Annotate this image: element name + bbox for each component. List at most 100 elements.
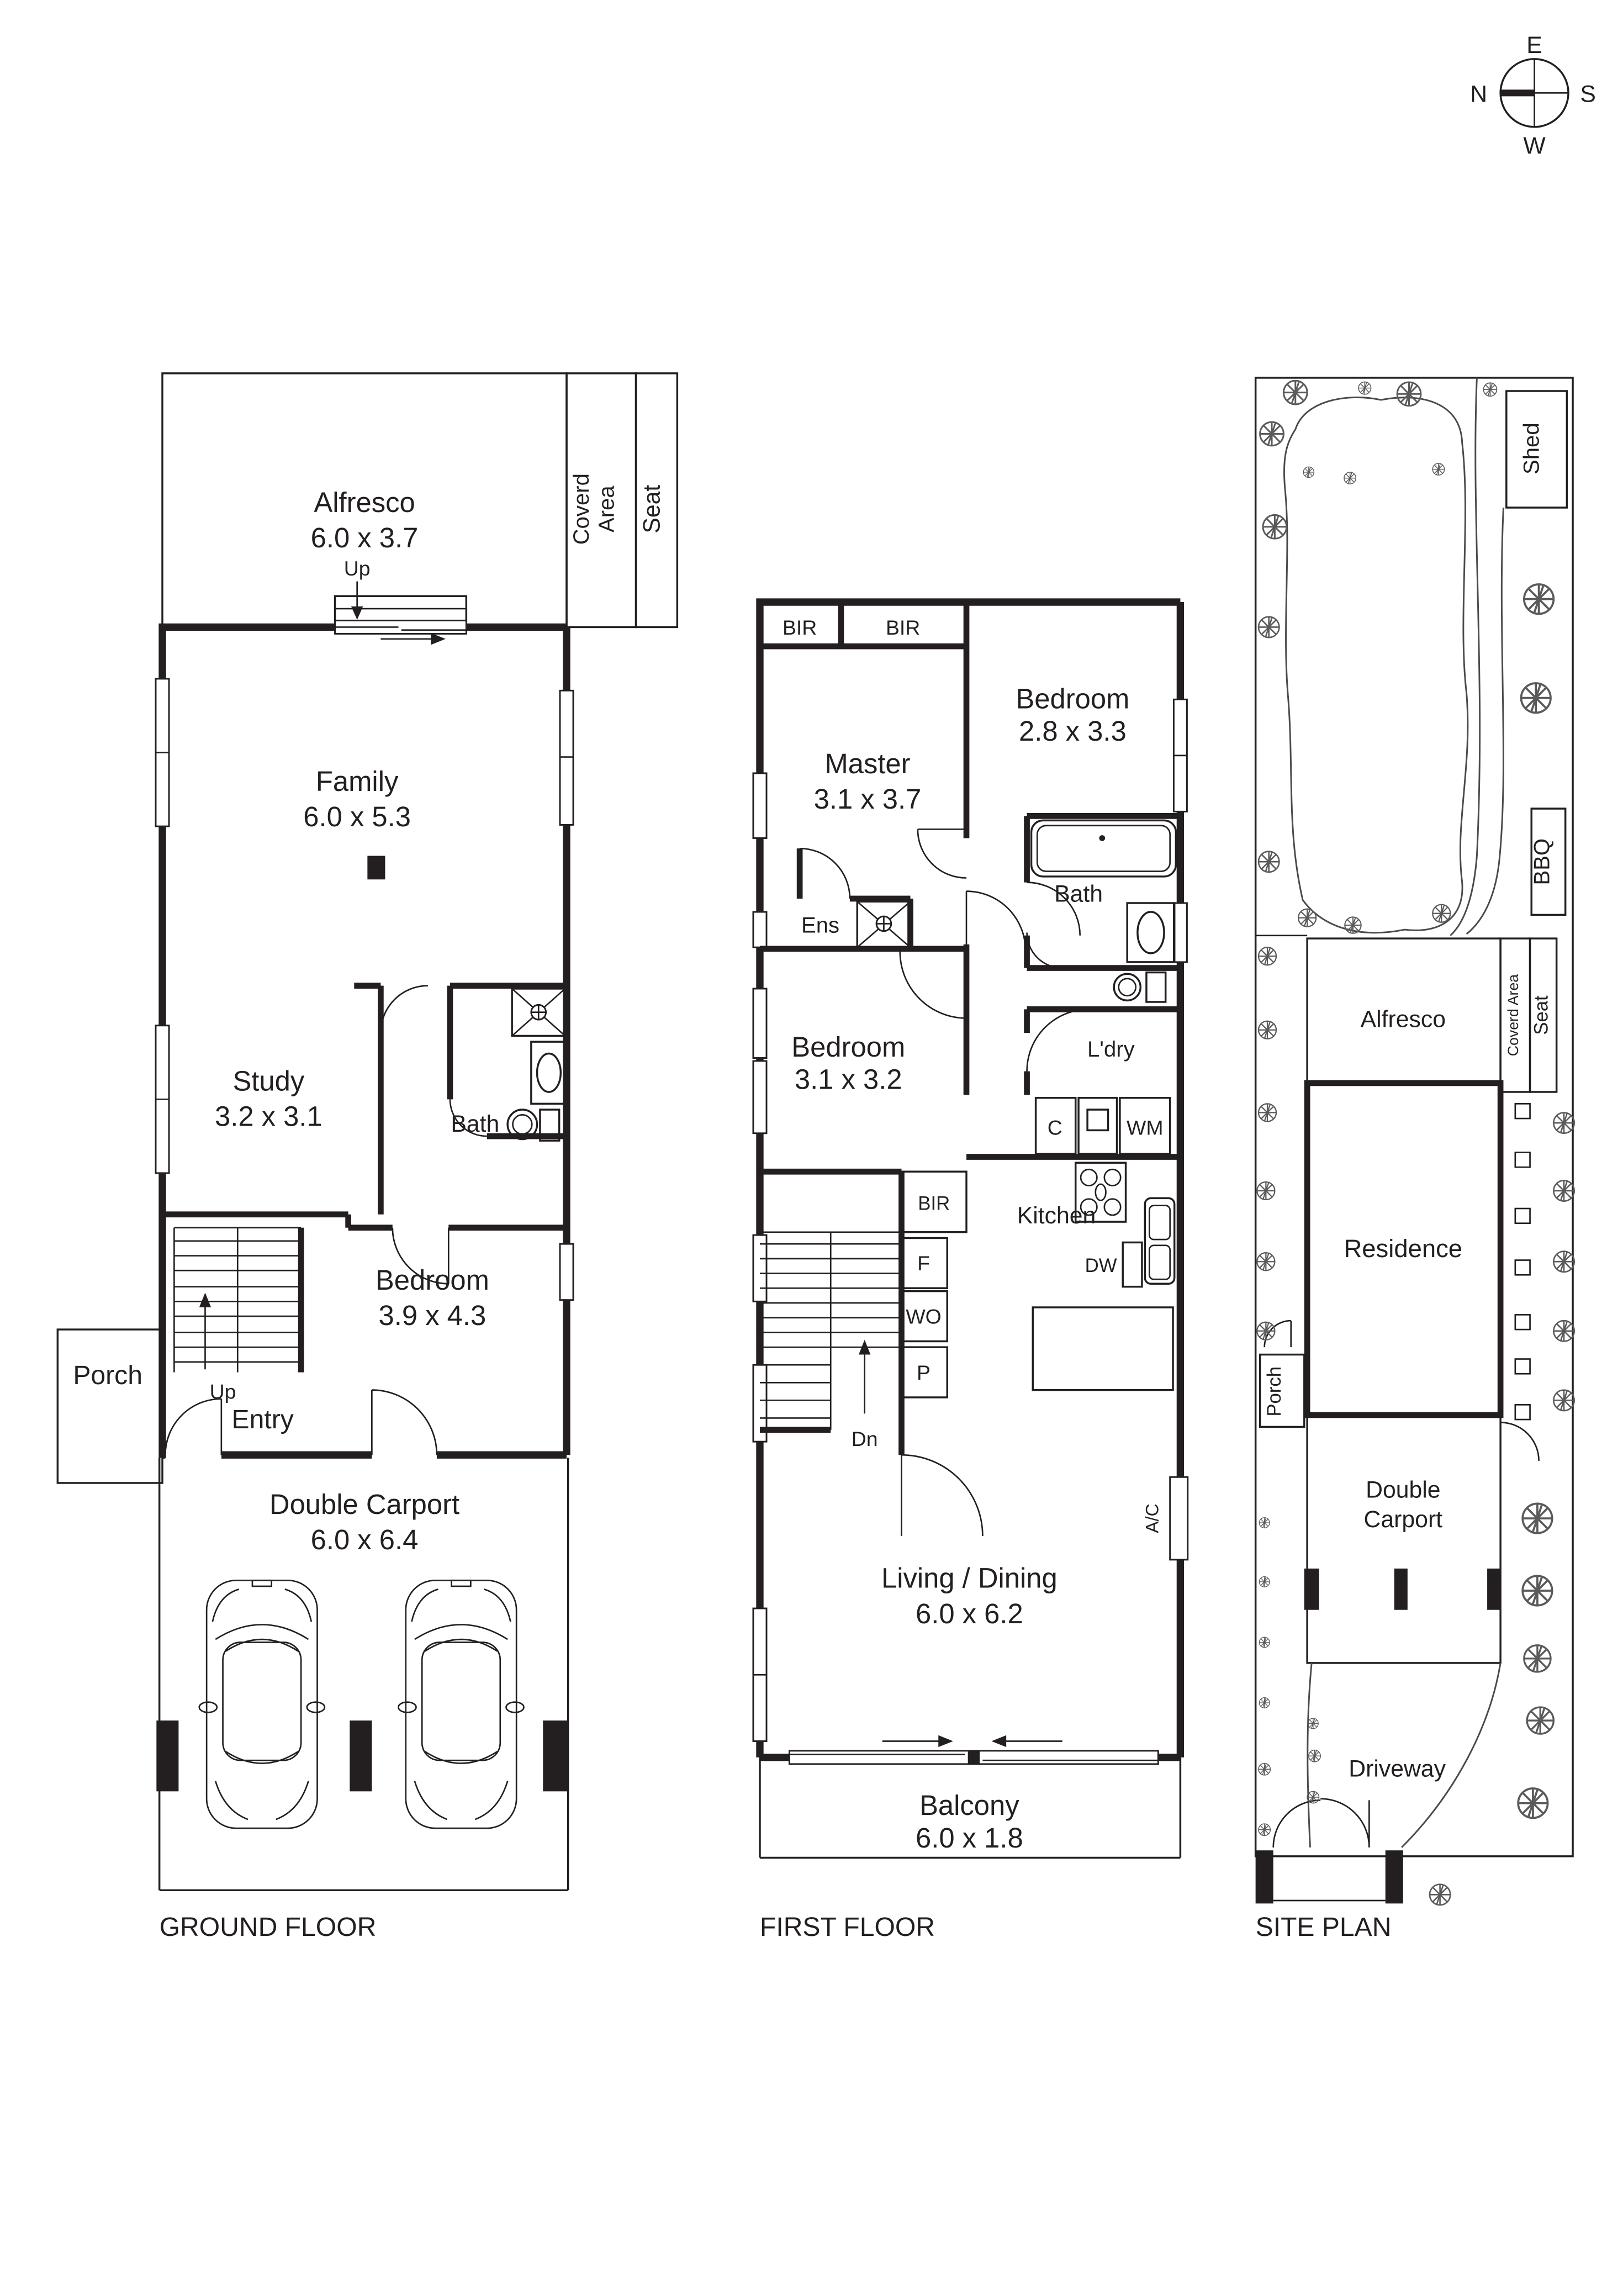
ff-bath-label: Bath [1054,880,1103,907]
pantry-outline [900,1346,949,1398]
site-coverd-label: Coverd Area [1505,974,1521,1057]
site-plan: Shed BBQ Alfresco Coverd Area Seat Resid… [1254,377,1576,1942]
ff-wm-label: WM [1127,1116,1163,1139]
trough-icon [1077,1096,1118,1155]
site-seat-label: Seat [1531,995,1552,1035]
ff-bir-left-label: BIR [783,616,817,639]
toilet-icon [506,1109,538,1141]
ff-bedroom1-label: Bedroom [1016,683,1129,714]
ff-bedroom2-dims: 3.1 x 3.2 [795,1064,902,1095]
ff-bir-mid-label: BIR [886,616,920,639]
gf-stairs-arrowhead [199,1292,212,1308]
gf-up-alfresco-label: Up [344,557,371,580]
gf-family-dims: 6.0 x 5.3 [303,801,411,832]
ff-p-label: P [917,1361,931,1384]
toilet-icon [1113,973,1142,1002]
ground-floor-plan: Alfresco 6.0 x 3.7 Coverd Area Seat Up [56,372,679,1942]
ff-bath-fixtures [1030,819,1177,1003]
gf-interior-walls [162,983,567,1373]
gf-carport-dims: 6.0 x 6.4 [311,1524,419,1555]
ff-master-label: Master [824,748,910,779]
ff-dw-label: DW [1085,1255,1117,1276]
ff-living-label: Living / Dining [881,1563,1058,1594]
ground-floor-title: GROUND FLOOR [160,1912,377,1942]
gf-coverd-word2: Area [595,485,619,532]
ff-ldry-label: L'dry [1087,1037,1135,1062]
ff-windows [752,698,1188,1742]
gate-post [1255,1850,1273,1904]
driveway-edge [1307,1662,1313,1848]
gf-seat-outline [635,372,679,629]
gf-slider-arrow [431,633,446,645]
gf-alfresco-dims: 6.0 x 3.7 [311,522,419,553]
ff-wo-label: WO [906,1305,941,1328]
gf-study-dims: 3.2 x 3.1 [215,1100,323,1132]
ff-doors [800,828,1089,1537]
car-icon [198,1579,326,1829]
ff-stairs-arrowhead [858,1339,871,1355]
gf-carport-label: Double Carport [269,1489,459,1520]
gf-bath-label: Bath [451,1111,499,1137]
cooktop-icon [1074,1162,1127,1223]
site-shed-label: Shed [1520,423,1544,474]
gf-seat-label: Seat [638,485,665,534]
site-seat-outline [1529,937,1558,1093]
ac-unit [1169,1476,1189,1561]
ff-bir-small-outline [900,1170,968,1233]
compass-east: E [1526,32,1542,59]
site-carport-word1: Double [1366,1477,1440,1503]
ff-c-label: C [1048,1116,1062,1139]
ff-ac-label: A/C [1142,1503,1162,1533]
gf-entry-label: Entry [232,1405,294,1434]
ff-bedroom2-label: Bedroom [791,1031,905,1063]
site-porch-outline [1259,1353,1305,1428]
gf-doors [165,985,487,1455]
site-driveway-label: Driveway [1349,1756,1446,1782]
garden-path-line [1450,377,1481,936]
carport-post [1394,1568,1408,1610]
carport-post [1487,1568,1501,1610]
wall-oven-outline [900,1290,949,1343]
gf-family-label: Family [316,766,399,797]
ff-stairs [759,1231,902,1430]
shower-icon [511,988,567,1037]
compass-north: N [1470,81,1487,107]
vanity-icon [1126,902,1176,963]
ff-living-dims: 6.0 x 6.2 [916,1598,1023,1629]
car-icon [398,1579,525,1829]
shower-icon [856,900,912,948]
site-carport-outline [1306,1414,1502,1664]
compass-south: S [1580,81,1596,107]
carport-post [543,1720,568,1792]
gf-coverd-word1: Coverd [569,473,594,545]
gf-outer-walls [158,623,570,1459]
ff-balcony-dims: 6.0 x 1.8 [916,1822,1023,1854]
washing-machine-icon [1119,1096,1171,1155]
gate-post [1385,1850,1403,1904]
gf-up-arrowhead [351,606,363,620]
vanity-icon [530,1041,568,1105]
ff-bedroom1-dims: 2.8 x 3.3 [1019,715,1127,747]
ff-balcony-outline [759,1757,1182,1859]
ff-f-label: F [917,1252,930,1275]
first-floor-title: FIRST FLOOR [760,1912,935,1942]
first-floor-plan: A/C BIR BIR Master 3.1 x 3.7 Bedroom 2.8… [752,598,1189,1942]
paver-squares [1514,1103,1531,1421]
slider-arrow-right [938,1735,953,1748]
ff-dn-label: Dn [852,1427,878,1450]
carport-post [1304,1568,1319,1610]
carport-post [156,1720,179,1792]
fireplace-icon [367,856,385,880]
site-shed-outline [1505,390,1568,509]
lawn-outline [1283,397,1469,934]
driveway-edge [1401,1662,1502,1848]
gf-windows [155,678,574,1301]
site-residence-label: Residence [1344,1234,1463,1263]
gf-bedroom-label: Bedroom [376,1264,489,1296]
garden-path-line [1466,507,1504,935]
gf-bath-fixtures [506,988,568,1142]
compass: E N S W [1470,32,1596,159]
bathtub-icon [1030,819,1177,878]
gf-porch-outline [56,1328,163,1484]
